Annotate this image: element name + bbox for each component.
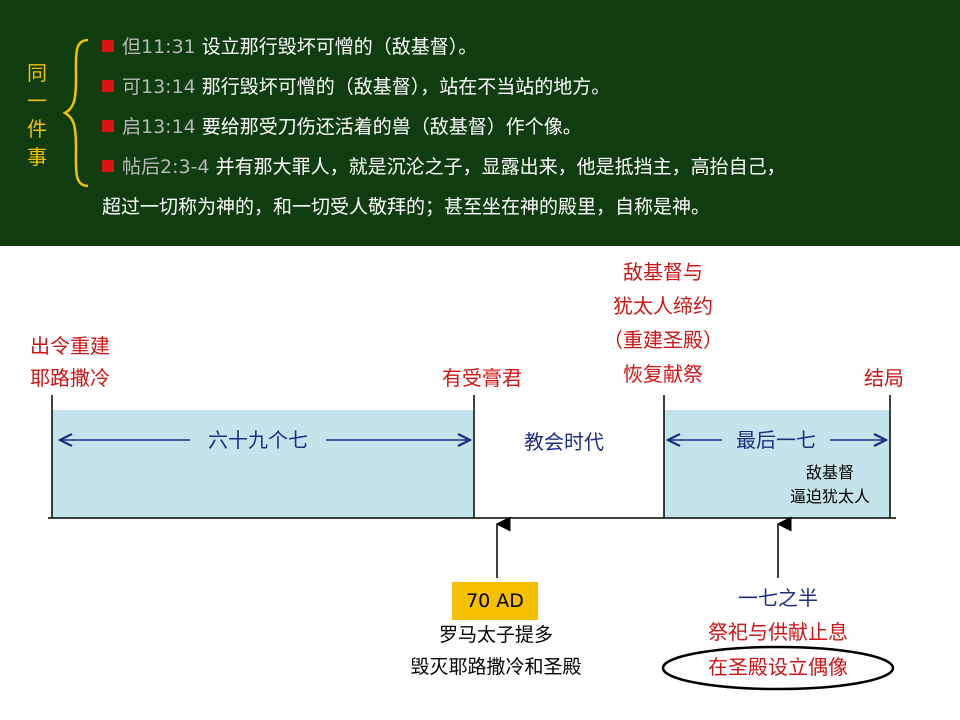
covenant-label: 犹太人缔约: [613, 294, 713, 318]
bullet-icon: [102, 80, 114, 92]
ad70-description: 罗马太子提多: [438, 624, 553, 646]
sixty-nine-sevens-label: 六十九个七: [208, 428, 308, 452]
scripture-ref: 启13:14: [122, 116, 196, 138]
end-label: 结局: [864, 366, 904, 390]
persecution-label: 逼迫犹太人: [789, 487, 870, 506]
covenant-label: 敌基督与: [623, 260, 703, 284]
bullet-icon: [102, 120, 114, 132]
idol-highlight-ellipse: [661, 645, 895, 691]
scripture-text: 并有那大罪人，就是沉沦之子，显露出来，他是抵挡主，高抬自己，: [209, 156, 786, 178]
last-seven-period: [664, 410, 890, 518]
curly-brace-icon: [62, 38, 89, 188]
scripture-line: 帖后2:3-4 并有那大罪人，就是沉沦之子，显露出来，他是抵挡主，高抬自己，: [102, 154, 786, 180]
church-age-label: 教会时代: [524, 430, 604, 454]
scripture-ref: 可13:14: [122, 76, 196, 98]
bullet-icon: [102, 160, 114, 172]
covenant-label: （重建圣殿）: [603, 328, 723, 352]
scripture-text: 那行毁坏可憎的（敌基督），站在不当站的地方。: [195, 76, 611, 98]
ad70-badge: 70 AD: [466, 590, 524, 612]
side-label-char: 件: [27, 117, 47, 141]
ad70-description: 毁灭耶路撒冷和圣殿: [410, 656, 582, 678]
scripture-line: 启13:14 要给那受刀伤还活着的兽（敌基督）作个像。: [102, 114, 582, 140]
scripture-ref: 但11:31: [122, 36, 196, 58]
side-label-char: 同: [27, 61, 47, 85]
scripture-text: 要给那受刀伤还活着的兽（敌基督）作个像。: [195, 116, 582, 138]
scripture-panel: 同 一 件 事 但11:31 设立那行毁坏可憎的（敌基督）。 可13:14 那行…: [0, 0, 960, 246]
scripture-continuation: 超过一切称为神的，和一切受人敬拜的；甚至坐在神的殿里，自称是神。: [102, 196, 711, 218]
side-label-char: 一: [27, 89, 47, 113]
messiah-label: 有受膏君: [442, 366, 522, 390]
sixty-nine-sevens-period: [52, 410, 474, 518]
covenant-label: 恢复献祭: [623, 362, 703, 386]
scripture-line: 可13:14 那行毁坏可憎的（敌基督），站在不当站的地方。: [102, 74, 610, 100]
bullet-icon: [102, 40, 114, 52]
start-label: 出令重建: [30, 334, 110, 358]
ad70-badge-bg: [452, 582, 538, 620]
last-seven-label: 最后一七: [736, 428, 816, 452]
side-label-char: 事: [27, 145, 47, 169]
half-seven-label: 一七之半: [738, 586, 818, 610]
start-label: 耶路撒冷: [30, 366, 110, 390]
sacrifice-ceases-label: 祭祀与供献止息: [708, 620, 848, 644]
scripture-text: 设立那行毁坏可憎的（敌基督）。: [195, 36, 478, 58]
scripture-ref: 帖后2:3-4: [122, 156, 210, 178]
idol-in-temple-label: 在圣殿设立偶像: [708, 655, 848, 679]
persecution-label: 敌基督: [805, 463, 854, 482]
scripture-line: 但11:31 设立那行毁坏可憎的（敌基督）。: [102, 34, 477, 60]
